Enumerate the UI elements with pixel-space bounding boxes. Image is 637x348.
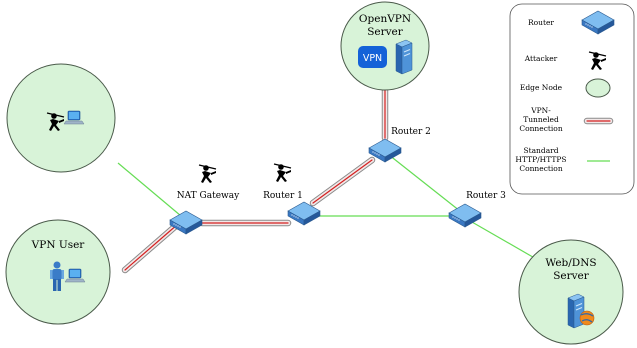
legend: Router Attacker Edge Node VPN- Tunneled … [509, 3, 635, 195]
openvpn-label-line2: Server [367, 26, 404, 38]
legend-vpn-label-3: Connection [519, 124, 562, 133]
globe-icon [579, 310, 595, 326]
openvpn-label-line1: OpenVPN [359, 13, 411, 25]
vpn-badge [358, 46, 387, 68]
standard-link-router2-router3 [383, 150, 466, 216]
legend-attacker-label: Attacker [524, 54, 558, 63]
server-icon [395, 39, 413, 75]
router2-label: Router 2 [391, 127, 431, 137]
legend-standard-label-1: Standard [523, 146, 558, 155]
attacker-icon-router1 [273, 163, 292, 183]
edge-node-web-dns-server[interactable]: Web/DNS Server [518, 239, 624, 345]
edge-node-vpn-user[interactable]: VPN User [5, 219, 111, 325]
legend-edge-node-icon [585, 78, 611, 98]
vpn-badge-text: VPN [363, 53, 382, 64]
router1-icon[interactable] [287, 201, 321, 226]
legend-standard-label-2: HTTP/HTTPS [515, 155, 566, 164]
standard-link-router3-webdns [464, 217, 539, 261]
edge-node-openvpn-server[interactable]: OpenVPN Server VPN [340, 1, 430, 91]
nat-gateway-label: NAT Gateway [177, 191, 240, 201]
attacker-icon-nat [198, 164, 217, 184]
legend-edge-node-label: Edge Node [520, 83, 563, 92]
standard-link-attacker-nat [117, 162, 188, 222]
router3-icon[interactable] [448, 203, 482, 228]
webdns-label-line2: Server [553, 270, 590, 282]
webdns-label-line1: Web/DNS [545, 257, 596, 269]
router3-label: Router 3 [466, 191, 506, 201]
router1-label: Router 1 [263, 191, 303, 201]
edge-node-attacker[interactable] [6, 63, 116, 173]
legend-vpn-label-1: VPN- [530, 106, 551, 115]
vpn-user-label: VPN User [31, 239, 86, 251]
vpn-tunnel-router1-router2 [309, 156, 376, 207]
legend-router-label: Router [528, 18, 554, 27]
legend-vpn-label-2: Tunneled [523, 115, 559, 124]
vpn-tunnel-user-nat [121, 220, 182, 274]
legend-standard-label-3: Connection [519, 164, 562, 173]
